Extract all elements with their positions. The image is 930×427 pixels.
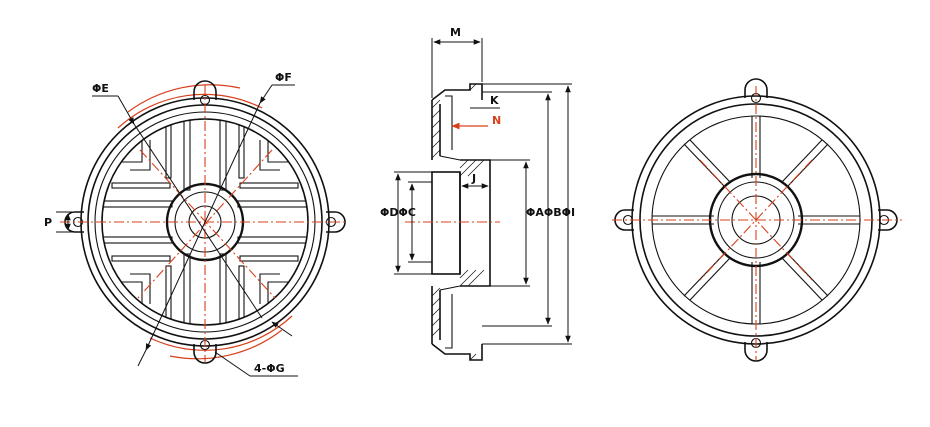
label-n: N	[492, 114, 501, 127]
label-phi-e: ΦE	[92, 82, 109, 95]
rear-view-spoked	[612, 78, 902, 362]
label-phi-a-phi-b-phi-i: ΦAΦBΦI	[526, 206, 575, 219]
label-phi-d-phi-c: ΦDΦC	[380, 206, 416, 219]
label-j: J	[471, 172, 476, 185]
label-4-phi-g: 4-ΦG	[254, 362, 285, 375]
side-section-view: M K N J ΦDΦC ΦAΦBΦI	[380, 26, 575, 361]
label-m: M	[450, 26, 461, 39]
label-phi-f: ΦF	[275, 71, 292, 84]
label-p: P	[44, 216, 52, 229]
label-k: K	[490, 94, 499, 107]
front-view-ribbed: ΦE ΦF P 4-ΦG	[44, 71, 346, 377]
